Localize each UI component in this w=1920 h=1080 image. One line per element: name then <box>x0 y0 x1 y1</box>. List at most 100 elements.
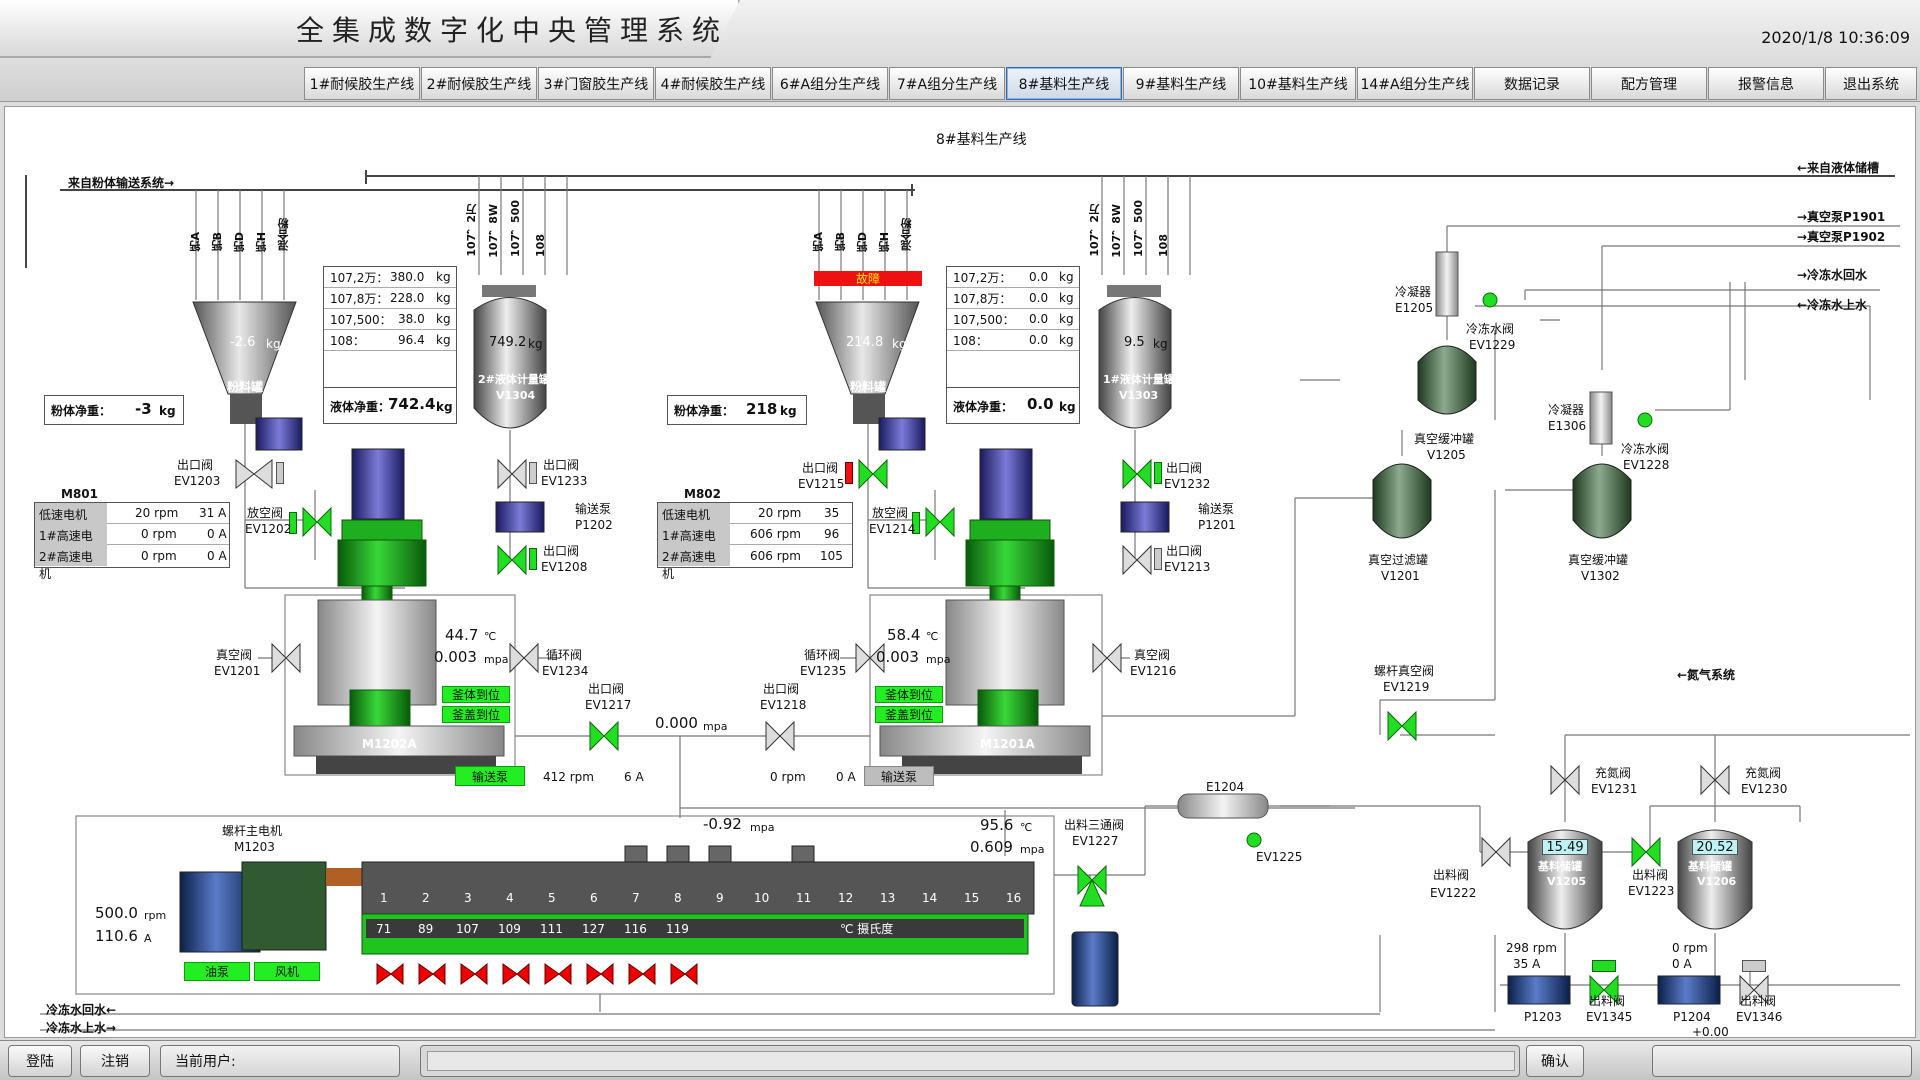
app-title: 全集成数字化中央管理系统 <box>296 14 729 47</box>
oil-pump-button[interactable]: 油泵 <box>184 962 250 981</box>
ev1234-tag: EV1234 <box>542 664 589 678</box>
heater-valve-1[interactable] <box>376 962 404 986</box>
right-motor-name-3: 2#高速电机 <box>658 545 730 581</box>
valve-ev1230[interactable] <box>1700 764 1730 796</box>
valve-ev1234[interactable] <box>509 642 539 674</box>
ev1203-name: 出口阀 <box>177 458 214 472</box>
zone-14: 14 <box>922 891 938 905</box>
valve-ev1231[interactable] <box>1550 764 1580 796</box>
valve-ev1229[interactable] <box>1482 292 1498 308</box>
right-mixer <box>879 448 1091 774</box>
v1205-storage-name: 基料储罐 <box>1538 860 1582 873</box>
valve-ev1208[interactable] <box>497 544 527 576</box>
right-feed-label-3: 钙D <box>856 232 869 253</box>
zone-15: 15 <box>964 891 980 905</box>
valve-ev1227[interactable] <box>1077 864 1107 907</box>
valve-ev1218[interactable] <box>765 720 795 752</box>
right-pump-button[interactable]: 输送泵 <box>864 766 934 786</box>
ev1222-tag: EV1222 <box>1430 886 1477 900</box>
left-liquid-net-unit: kg <box>436 400 453 414</box>
confirm-button[interactable]: 确认 <box>1526 1045 1584 1077</box>
left-pump-button[interactable]: 输送泵 <box>455 766 525 786</box>
tab-line-8[interactable]: 8#基料生产线 <box>1006 67 1122 100</box>
valve-ev1223[interactable] <box>1631 836 1661 868</box>
ev1346-indicator <box>1742 960 1766 972</box>
left-powder-net-box: 粉体净重： -3 kg <box>44 395 184 425</box>
p1204-speed: 0 rpm <box>1672 941 1708 955</box>
heater-valve-4[interactable] <box>502 962 530 986</box>
right-fault-indicator: 故障 <box>814 271 922 286</box>
ev1202-tag: EV1202 <box>245 522 292 536</box>
heater-valve-8[interactable] <box>670 962 698 986</box>
ev1225-tag: EV1225 <box>1256 850 1303 864</box>
heater-valve-6[interactable] <box>586 962 614 986</box>
logout-button[interactable]: 注销 <box>80 1045 150 1077</box>
tab-line-7[interactable]: 7#A组分生产线 <box>889 67 1005 100</box>
valve-ev1213[interactable] <box>1122 544 1152 576</box>
left-motor-name-2: 1#高速电机 <box>35 523 107 560</box>
v1205-buffer-tag: V1205 <box>1427 448 1466 462</box>
right-vessel-in-place: 釜体到位 <box>875 686 943 703</box>
valve-ev1215[interactable] <box>858 458 888 490</box>
valve-ev1346[interactable] <box>1739 974 1769 1006</box>
valve-ev1228[interactable] <box>1637 412 1653 428</box>
zone-temp-7: 116 <box>624 922 647 936</box>
zone-9: 9 <box>716 891 724 905</box>
p1204-current: 0 A <box>1672 957 1692 971</box>
left-feed-label-3: 钙D <box>233 232 246 253</box>
valve-ev1201[interactable] <box>271 642 301 674</box>
left-temp-unit: ℃ <box>484 630 497 643</box>
heater-valve-2[interactable] <box>418 962 446 986</box>
left-liquid-label-2: 107，8W <box>487 204 500 258</box>
tab-line-14[interactable]: 14#A组分生产线 <box>1357 67 1473 100</box>
fan-button[interactable]: 风机 <box>254 962 320 981</box>
heater-valve-5[interactable] <box>544 962 572 986</box>
valve-ev1202[interactable] <box>302 506 332 538</box>
tab-line-3[interactable]: 3#门窗胶生产线 <box>538 67 654 100</box>
ev1202-indicator <box>289 512 297 534</box>
heater-valve-7[interactable] <box>628 962 656 986</box>
screw-gearbox <box>241 861 327 951</box>
right-liquid-net-label: 液体净重： <box>953 400 1014 414</box>
valve-ev1216[interactable] <box>1092 642 1122 674</box>
valve-ev1214[interactable] <box>925 506 955 538</box>
valve-ev1233[interactable] <box>497 458 527 490</box>
ev1202-name: 放空阀 <box>247 506 284 520</box>
right-powder-net-label: 粉体净重： <box>674 404 735 418</box>
tab-recipe[interactable]: 配方管理 <box>1591 67 1707 100</box>
valve-ev1217[interactable] <box>589 720 619 752</box>
tab-line-9[interactable]: 9#基料生产线 <box>1123 67 1239 100</box>
ev1232-tag: EV1232 <box>1164 477 1211 491</box>
p1203-current: 35 A <box>1513 957 1541 971</box>
valve-ev1203[interactable] <box>235 458 273 490</box>
heater-valve-3[interactable] <box>460 962 488 986</box>
screw-speed-unit: rpm <box>144 909 167 922</box>
valve-ev1219[interactable] <box>1387 710 1417 742</box>
tab-line-6[interactable]: 6#A组分生产线 <box>772 67 888 100</box>
right-hopper-motor <box>878 417 926 451</box>
tab-exit[interactable]: 退出系统 <box>1825 67 1917 100</box>
valve-ev1225[interactable] <box>1246 832 1262 848</box>
tab-line-10[interactable]: 10#基料生产线 <box>1240 67 1356 100</box>
ev1213-indicator <box>1154 548 1162 570</box>
ev1201-tag: EV1201 <box>214 664 261 678</box>
valve-ev1232[interactable] <box>1122 458 1152 490</box>
tab-line-1[interactable]: 1#耐候胶生产线 <box>304 67 420 100</box>
condenser-e1306 <box>1589 391 1613 445</box>
right-feed-label-5: 混合粉 <box>900 218 913 251</box>
tab-line-2[interactable]: 2#耐候胶生产线 <box>421 67 537 100</box>
valve-ev1222[interactable] <box>1481 836 1511 868</box>
tab-data-record[interactable]: 数据记录 <box>1474 67 1590 100</box>
ev1219-name: 螺杆真空阀 <box>1374 664 1435 678</box>
valve-ev1345[interactable] <box>1589 974 1619 1006</box>
tab-line-4[interactable]: 4#耐候胶生产线 <box>655 67 771 100</box>
login-button[interactable]: 登陆 <box>8 1045 72 1077</box>
left-tank-tag: V1304 <box>496 389 536 402</box>
valve-ev1235[interactable] <box>855 642 885 674</box>
left-hopper-unit: kg <box>266 337 281 351</box>
tank-v1205-buffer <box>1417 345 1477 415</box>
extruder-barrel <box>361 861 1035 915</box>
tab-alarm[interactable]: 报警信息 <box>1708 67 1824 100</box>
